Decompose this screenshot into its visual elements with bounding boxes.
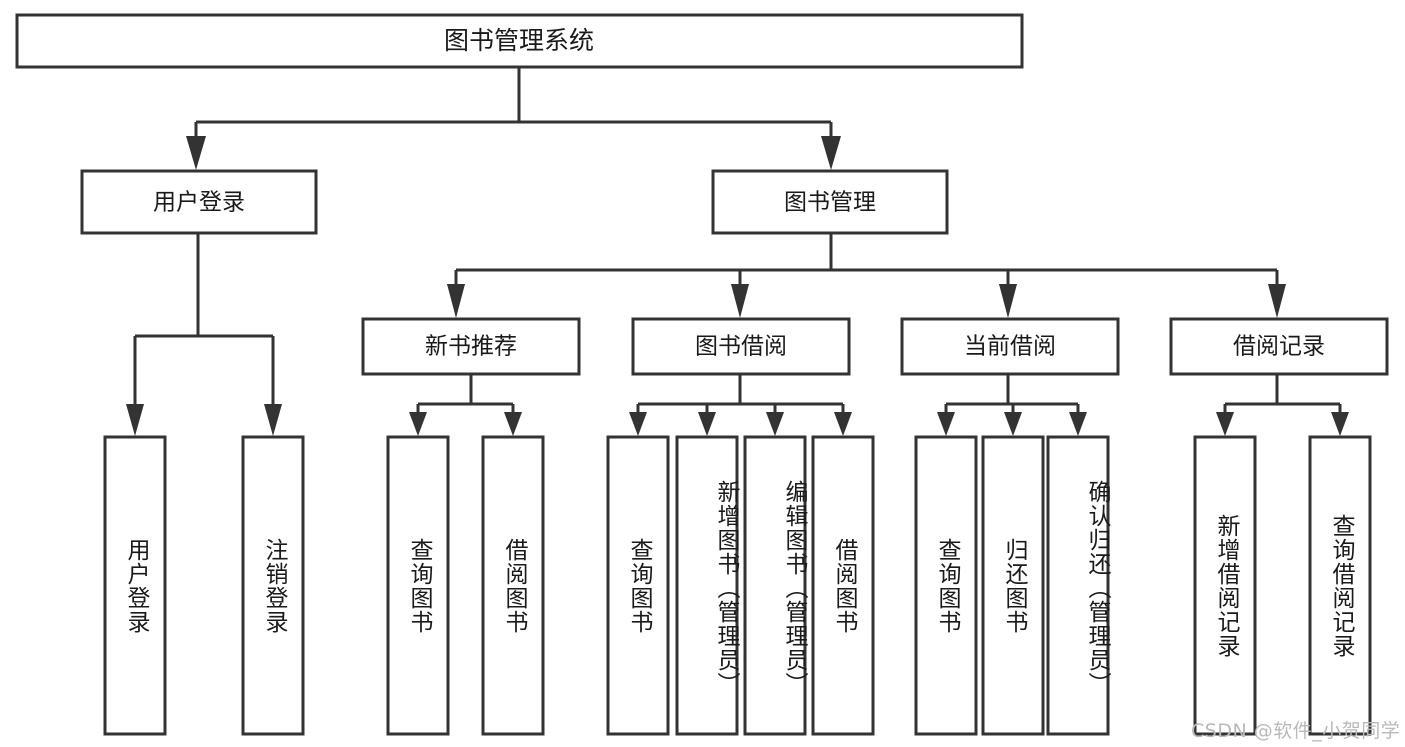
node-root-box[interactable] [15, 13, 1024, 69]
node-book-borrow[interactable]: 图书借阅 [631, 317, 851, 376]
leaf-boxes-borrow-record [1193, 435, 1372, 736]
connectors-newbook-to-leaves [409, 374, 522, 436]
connectors-root-to-level2 [186, 67, 841, 170]
arrow-icon-root-to-book-manage [821, 136, 841, 170]
node-current-borrow-box[interactable] [900, 317, 1120, 376]
node-user-login-label: 用户登录 [153, 190, 245, 216]
arrow-icon-to-borrow-record [1268, 284, 1286, 318]
leaf-boxes-current-borrow [914, 435, 1110, 736]
arrow-icon-bb-leaf-2 [698, 412, 716, 436]
node-book-borrow-box[interactable] [631, 317, 851, 376]
arrow-icon-cb-leaf-1 [937, 412, 955, 436]
connectors-bookmanage-to-level3 [447, 233, 1286, 318]
node-borrow-record[interactable]: 借阅记录 [1169, 317, 1389, 376]
connectors-bookborrow-to-leaves [629, 374, 852, 436]
node-current-borrow-label: 当前借阅 [964, 334, 1056, 360]
connectors-currentborrow-to-leaves [937, 374, 1087, 436]
leaf-boxes-new-book-recommend [386, 435, 545, 736]
leaf-box-book-borrow-2[interactable] [675, 435, 739, 736]
arrow-icon-to-book-borrow [731, 284, 749, 318]
arrow-icon-bb-leaf-4 [834, 412, 852, 436]
arrow-icon-to-current-borrow [999, 284, 1017, 318]
leaf-box-current-borrow-2[interactable] [981, 435, 1045, 736]
leaf-box-current-borrow-3[interactable] [1046, 435, 1110, 736]
arrow-icon-br-leaf-2 [1331, 412, 1349, 436]
leaf-boxes-book-borrow [606, 435, 875, 736]
arrow-icon-nb-leaf-1 [409, 412, 427, 436]
leaf-box-borrow-record-1[interactable] [1193, 435, 1257, 736]
arrow-icon-br-leaf-1 [1216, 412, 1234, 436]
node-user-login-box[interactable] [80, 169, 318, 235]
leaf-box-user-login-2[interactable] [241, 435, 305, 736]
leaf-box-new-book-1[interactable] [386, 435, 450, 736]
leaf-box-book-borrow-3[interactable] [743, 435, 807, 736]
node-book-borrow-label: 图书借阅 [695, 334, 787, 360]
node-new-book-recommend[interactable]: 新书推荐 [361, 317, 581, 376]
connectors-userlogin-to-leaves [126, 233, 282, 436]
node-borrow-record-label: 借阅记录 [1233, 334, 1325, 360]
node-book-manage-label: 图书管理 [784, 190, 876, 216]
node-borrow-record-box[interactable] [1169, 317, 1389, 376]
leaf-box-user-login-1[interactable] [103, 435, 167, 736]
leaf-box-book-borrow-4[interactable] [811, 435, 875, 736]
leaf-box-current-borrow-1[interactable] [914, 435, 978, 736]
leaf-box-new-book-2[interactable] [481, 435, 545, 736]
arrow-icon-to-new-book [447, 284, 465, 318]
arrow-icon-bb-leaf-3 [766, 412, 784, 436]
leaf-boxes-user-login [103, 435, 305, 736]
node-root[interactable]: 图书管理系统 [15, 13, 1024, 69]
connectors-borrowrecord-to-leaves [1216, 374, 1349, 436]
node-root-label: 图书管理系统 [444, 26, 594, 55]
arrow-icon-ul-leaf-1 [126, 404, 144, 436]
leaf-box-borrow-record-2[interactable] [1308, 435, 1372, 736]
watermark-text: CSDN @软件_小贺同学 [1191, 720, 1401, 742]
node-book-manage[interactable]: 图书管理 [711, 169, 949, 235]
node-user-login[interactable]: 用户登录 [80, 169, 318, 235]
arrow-icon-nb-leaf-2 [504, 412, 522, 436]
leaf-box-book-borrow-1[interactable] [606, 435, 670, 736]
arrow-icon-bb-leaf-1 [629, 412, 647, 436]
node-current-borrow[interactable]: 当前借阅 [900, 317, 1120, 376]
arrow-icon-root-to-user-login [186, 136, 206, 170]
arrow-icon-cb-leaf-2 [1004, 412, 1022, 436]
node-new-book-recommend-label: 新书推荐 [425, 334, 517, 360]
node-book-manage-box[interactable] [711, 169, 949, 235]
arrow-icon-ul-leaf-2 [264, 404, 282, 436]
node-new-book-recommend-box[interactable] [361, 317, 581, 376]
arrow-icon-cb-leaf-3 [1069, 412, 1087, 436]
